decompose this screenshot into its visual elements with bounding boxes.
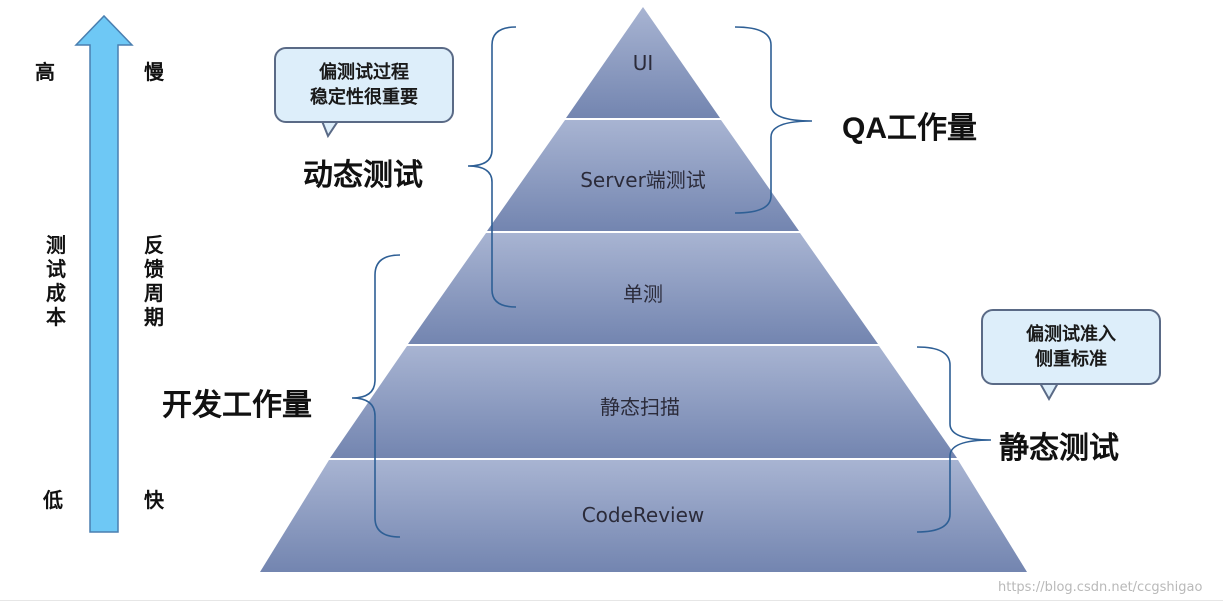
dynamic-test-label: 动态测试 (303, 158, 423, 193)
dynamic-callout-line-1: 偏测试过程 (319, 62, 409, 83)
dynamic-test-bracket (467, 26, 517, 308)
pyramid-layer-1-shape (566, 7, 720, 118)
cost-high-label: 高 (35, 60, 55, 84)
dev-workload-bracket (351, 254, 401, 538)
bottom-divider (0, 600, 1223, 601)
pyramid-layer-3-shape (408, 233, 878, 344)
pyramid-layer-codereview: CodeReview (581, 503, 705, 527)
dynamic-test-callout: 偏测试过程 稳定性很重要 (274, 47, 454, 123)
up-arrow-icon (74, 14, 134, 533)
pyramid-layer-static-scan: 静态扫描 (600, 395, 680, 419)
pyramid-layer-server: Server端测试 (580, 168, 706, 192)
watermark: https://blog.csdn.net/ccgshigao (998, 580, 1203, 595)
dynamic-callout-line-2: 稳定性很重要 (310, 87, 418, 108)
feedback-fast-label: 快 (144, 488, 164, 512)
static-test-bracket (916, 346, 992, 533)
pyramid-layer-4-shape (330, 346, 957, 458)
static-callout-line-2: 侧重标准 (1035, 349, 1107, 370)
feedback-slow-label: 慢 (144, 60, 164, 84)
pyramid-layer-5-shape (260, 460, 1027, 572)
cost-low-label: 低 (43, 488, 63, 512)
qa-workload-bracket (734, 26, 813, 214)
test-cost-label: 测试成本 (46, 233, 66, 329)
dev-workload-label: 开发工作量 (162, 388, 312, 423)
static-test-label: 静态测试 (999, 431, 1119, 466)
static-callout-tail (1038, 382, 1060, 402)
pyramid-layer-unit: 单测 (623, 282, 663, 306)
feedback-cycle-label: 反馈周期 (144, 233, 164, 329)
static-test-callout: 偏测试准入 侧重标准 (981, 309, 1161, 385)
qa-workload-label: QA工作量 (842, 112, 977, 145)
dynamic-callout-tail (320, 120, 340, 139)
pyramid (260, 7, 1027, 572)
pyramid-layer-2-shape (487, 120, 799, 231)
static-callout-line-1: 偏测试准入 (1026, 324, 1116, 345)
pyramid-layer-ui: UI (632, 51, 654, 75)
